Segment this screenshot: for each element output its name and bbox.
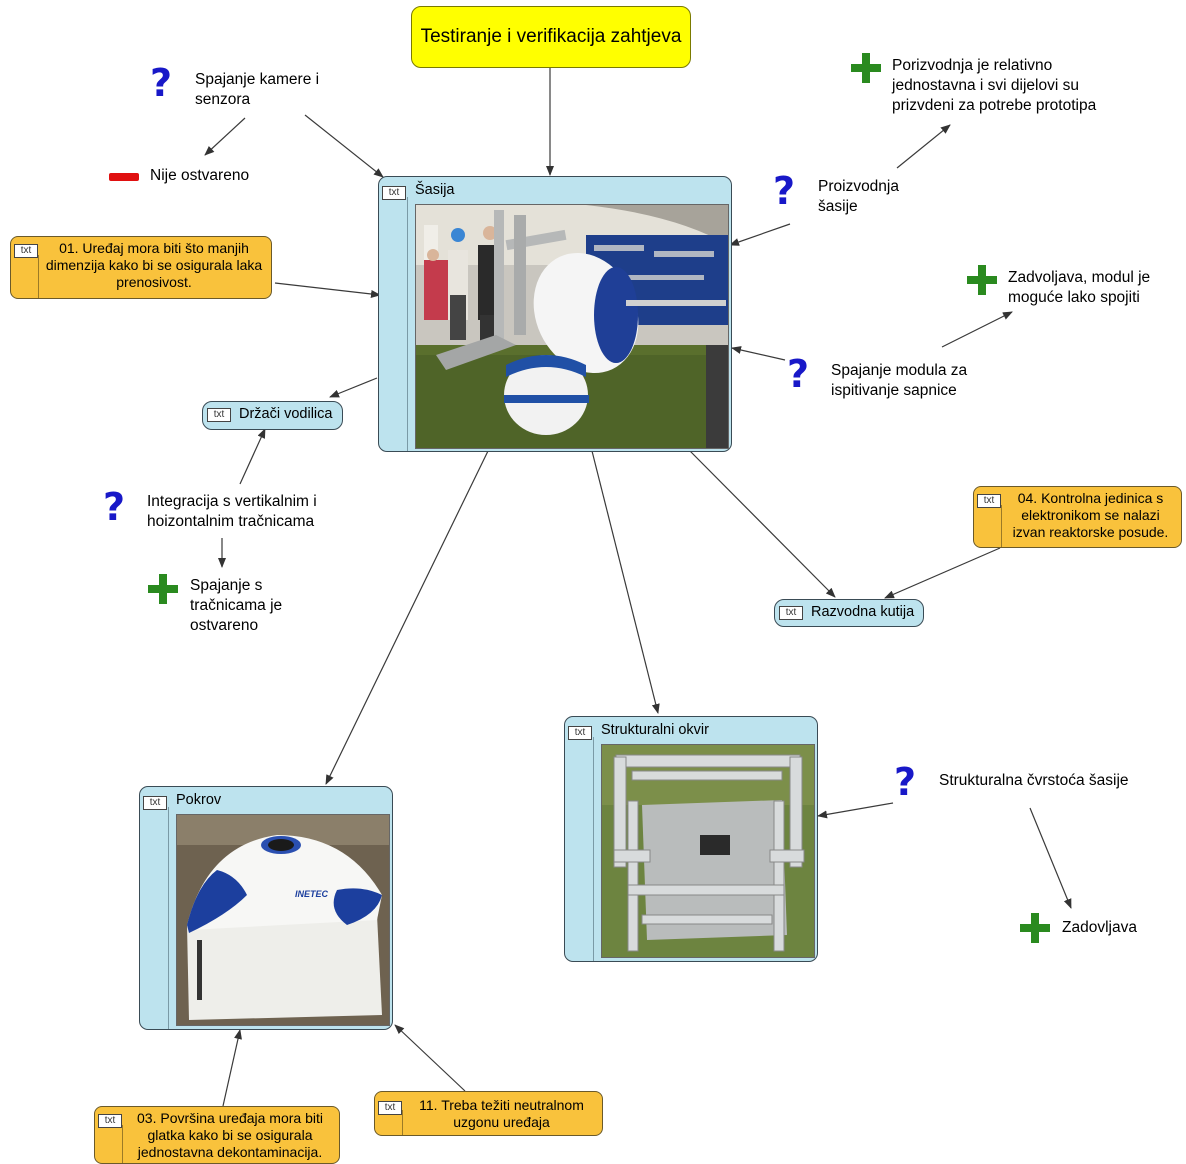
note-divider: [1001, 505, 1002, 547]
arrow-sasija-to-okvir: [591, 450, 660, 714]
arrow-spajanje-modula-to-zadovoljava: [941, 311, 1013, 348]
arrow-kamere-to-nije: [204, 117, 246, 156]
strukturalna-cvrstoca-item[interactable]: Strukturalna čvrstoća šasije: [939, 771, 1129, 791]
frame-title: Pokrov: [176, 792, 222, 808]
txt-tag[interactable]: txt: [779, 606, 803, 620]
spajanje-kamere-item[interactable]: Spajanje kamere i senzora: [195, 70, 345, 110]
drzaci-vodilica-node[interactable]: txt Držači vodilica: [202, 401, 343, 430]
plus-icon: [148, 574, 178, 604]
frame-divider: [593, 737, 594, 961]
txt-tag[interactable]: txt: [98, 1114, 122, 1128]
txt-tag[interactable]: txt: [14, 244, 38, 258]
arrow-integracija-to-drzaci: [239, 428, 266, 485]
note-11[interactable]: txt 11. Treba težiti neutralnom uzgonu u…: [374, 1091, 603, 1136]
note-04[interactable]: txt 04. Kontrolna jedinica s elektroniko…: [973, 486, 1182, 548]
pokrov-photo: INETEC: [176, 814, 390, 1026]
root-topic[interactable]: Testiranje i verifikacija zahtjeva: [411, 6, 691, 68]
arrow-proizvodnja-to-porizvodnja: [896, 124, 951, 169]
arrow-note04-to-razvodna: [884, 547, 1001, 599]
note-03[interactable]: txt 03. Površina uređaja mora biti glatk…: [94, 1106, 340, 1164]
question-icon: ?: [773, 169, 796, 213]
inetec-logo-text: INETEC: [295, 889, 329, 899]
item-label: Integracija s vertikalnim i hoizontalnim…: [147, 493, 317, 530]
note-01[interactable]: txt 01. Uređaj mora biti što manjih dime…: [10, 236, 272, 299]
txt-tag[interactable]: txt: [382, 186, 406, 200]
drzaci-vodilica-label: Držači vodilica: [239, 406, 333, 422]
txt-tag[interactable]: txt: [568, 726, 592, 740]
arrow-kamere-to-sasija: [304, 114, 384, 178]
arrow-sasija-to-drzaci: [329, 377, 378, 398]
arrow-note11-to-pokrov: [394, 1024, 466, 1092]
arrow-note01-to-sasija: [274, 282, 381, 298]
item-label: Porizvodnja je relativno jednostavna i s…: [892, 57, 1097, 114]
plus-icon: [851, 53, 881, 83]
arrow-cvrstoca-to-zadovljava: [1029, 807, 1072, 909]
question-icon: ?: [103, 485, 126, 529]
zadovoljava-modul-item[interactable]: Zadvoljava, modul je moguće lako spojiti: [1008, 268, 1178, 308]
porizvodnja-item[interactable]: Porizvodnja je relativno jednostavna i s…: [892, 56, 1127, 116]
arrow-note03-to-pokrov: [222, 1029, 242, 1107]
note-divider: [122, 1125, 123, 1163]
item-label: Proizvodnja šasije: [818, 178, 899, 215]
question-icon: ?: [787, 352, 810, 396]
nije-ostvareno-item[interactable]: Nije ostvareno: [150, 166, 249, 186]
item-label: Spajanje modula za ispitivanje sapnice: [831, 362, 968, 399]
pokrov-frame[interactable]: txt Pokrov INETEC: [139, 786, 393, 1030]
item-label: Strukturalna čvrstoća šasije: [939, 772, 1129, 789]
frame-title: Strukturalni okvir: [601, 722, 709, 738]
txt-tag[interactable]: txt: [977, 494, 1001, 508]
txt-tag[interactable]: txt: [378, 1101, 402, 1115]
sasija-frame[interactable]: txt Šasija: [378, 176, 732, 452]
item-label: Zadvoljava, modul je moguće lako spojiti: [1008, 269, 1151, 306]
root-topic-label: Testiranje i verifikacija zahtjeva: [420, 26, 682, 47]
arrow-cvrstoca-to-okvir: [817, 802, 894, 819]
frame-title: Šasija: [415, 182, 455, 198]
note-text: 04. Kontrolna jedinica s elektronikom se…: [1012, 490, 1169, 540]
note-text: 01. Uređaj mora biti što manjih dimenzij…: [45, 240, 263, 290]
plus-icon: [1020, 913, 1050, 943]
razvodna-kutija-node[interactable]: txt Razvodna kutija: [774, 599, 924, 627]
integracija-item[interactable]: Integracija s vertikalnim i hoizontalnim…: [147, 492, 347, 532]
razvodna-kutija-label: Razvodna kutija: [811, 604, 915, 620]
sasija-photo: [415, 204, 729, 449]
item-label: Zadovljava: [1062, 919, 1137, 936]
item-label: Spajanje kamere i senzora: [195, 71, 320, 108]
question-icon: ?: [894, 760, 917, 804]
arrow-spajanje-modula-to-sasija: [731, 346, 786, 361]
question-icon: ?: [150, 61, 173, 105]
spajanje-s-tracnicama-item[interactable]: Spajanje s tračnicama je ostvareno: [190, 576, 305, 636]
arrow-sasija-to-razvodna: [689, 450, 836, 598]
arrow-sasija-to-pokrov: [325, 450, 489, 785]
spajanje-modula-item[interactable]: Spajanje modula za ispitivanje sapnice: [831, 361, 991, 401]
zadovljava-item[interactable]: Zadovljava: [1062, 918, 1137, 938]
strukturalni-okvir-frame[interactable]: txt Strukturalni okvir: [564, 716, 818, 962]
minus-icon: [109, 173, 139, 181]
frame-divider: [407, 197, 408, 451]
strukturalni-okvir-photo: [601, 744, 815, 958]
item-label: Nije ostvareno: [150, 167, 250, 184]
txt-tag[interactable]: txt: [207, 408, 231, 422]
note-divider: [402, 1110, 403, 1135]
plus-icon: [967, 265, 997, 295]
frame-divider: [168, 807, 169, 1029]
txt-tag[interactable]: txt: [143, 796, 167, 810]
proizvodnja-sasije-item[interactable]: Proizvodnja šasije: [818, 177, 918, 217]
arrow-proizvodnja-to-sasija: [729, 223, 791, 246]
note-divider: [38, 255, 39, 298]
note-text: 03. Površina uređaja mora biti glatka ka…: [137, 1110, 323, 1160]
item-label: Spajanje s tračnicama je ostvareno: [190, 577, 283, 634]
note-text: 11. Treba težiti neutralnom uzgonu uređa…: [419, 1097, 584, 1130]
